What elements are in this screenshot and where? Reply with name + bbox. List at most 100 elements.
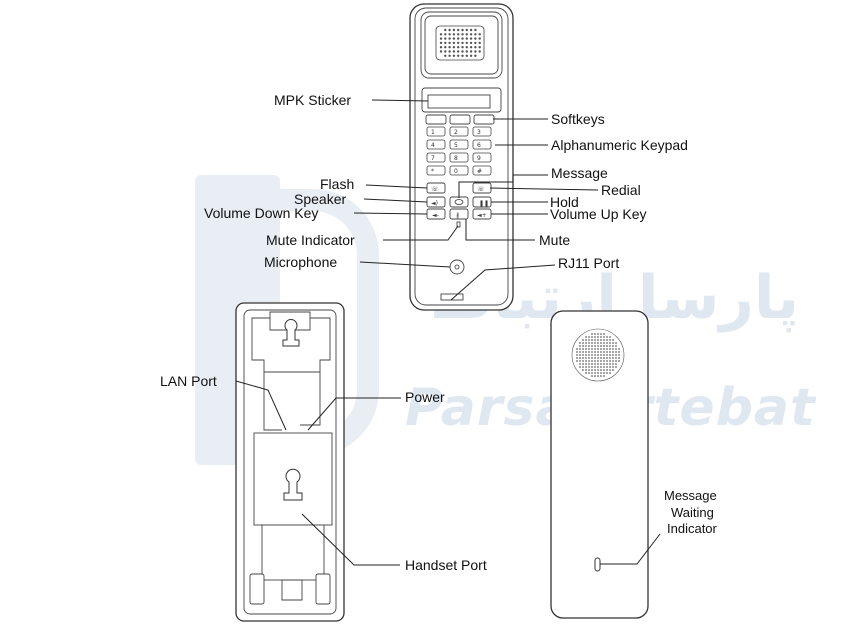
grille-hole <box>448 50 451 53</box>
speaker-hole <box>585 372 587 374</box>
speaker-hole <box>588 336 590 338</box>
mute-key[interactable] <box>449 208 469 220</box>
speaker-hole <box>585 336 587 338</box>
grille-hole <box>448 46 451 49</box>
keypad-key[interactable]: 2 <box>449 126 469 137</box>
grille-hole <box>474 50 477 53</box>
grille-hole <box>444 41 447 45</box>
speaker-hole <box>603 375 605 377</box>
speaker-hole <box>591 336 593 338</box>
speaker-hole <box>603 342 605 344</box>
grille-hole <box>461 41 464 45</box>
speaker-hole <box>591 366 593 368</box>
speaker-hole <box>597 348 599 350</box>
keypad-key-label: 2 <box>454 129 458 136</box>
speaker-hole <box>603 333 605 335</box>
speaker-hole <box>615 342 617 344</box>
speaker-hole <box>603 357 605 359</box>
keypad-key[interactable]: 7 <box>426 152 446 163</box>
speaker-hole <box>606 357 608 359</box>
keypad-key[interactable]: 1 <box>426 126 446 137</box>
speaker-hole <box>588 363 590 365</box>
grille-hole <box>474 54 477 57</box>
grille-hole <box>457 41 460 45</box>
grille-hole <box>474 28 477 32</box>
softkey-3[interactable] <box>473 114 495 125</box>
label-speaker: Speaker <box>294 191 346 207</box>
speaker-hole <box>606 354 608 356</box>
speaker-hole <box>600 333 602 335</box>
grille-hole <box>469 28 473 32</box>
volume-down-icon: ◄- <box>432 212 439 219</box>
grille-hole <box>444 50 447 53</box>
speaker-hole <box>612 360 614 362</box>
speaker-hole <box>597 363 599 365</box>
label-message-waiting-1: Message <box>664 488 717 503</box>
keypad-key[interactable]: 6 <box>472 139 492 150</box>
keypad-key-label: * <box>431 168 434 175</box>
speaker-hole <box>582 360 584 362</box>
grille-hole <box>465 33 468 36</box>
speaker-hole <box>594 336 596 338</box>
speaker-hole <box>600 372 602 374</box>
speaker-hole <box>609 360 611 362</box>
mute-indicator-led <box>456 221 461 228</box>
keypad-key[interactable]: 5 <box>449 139 469 150</box>
speaker-hole <box>603 372 605 374</box>
speaker-hole <box>609 345 611 347</box>
speaker-hole <box>597 351 599 353</box>
speaker-hole <box>594 351 596 353</box>
keypad-key[interactable]: 4 <box>426 139 446 150</box>
back-bottom-foot-right <box>315 573 331 605</box>
leader-lines <box>235 99 661 566</box>
microphone-hole <box>454 264 460 270</box>
grille-hole <box>474 37 477 40</box>
label-alphanumeric-keypad: Alphanumeric Keypad <box>551 137 688 153</box>
speaker-hole <box>579 360 581 362</box>
grille-hole <box>469 54 473 57</box>
speaker-hole <box>597 345 599 347</box>
rj11-port <box>440 293 464 301</box>
speaker-hole <box>591 363 593 365</box>
speaker-hole <box>597 339 599 341</box>
speaker-hole <box>603 360 605 362</box>
softkey-2[interactable] <box>449 114 471 125</box>
grille-hole <box>444 33 447 36</box>
speaker-hole <box>576 351 578 353</box>
speaker-hole <box>588 354 590 356</box>
keypad-key[interactable]: * <box>426 165 446 176</box>
speaker-hole <box>597 357 599 359</box>
speaker-hole <box>597 342 599 344</box>
speaker-hole <box>615 363 617 365</box>
speaker-hole <box>591 372 593 374</box>
speaker-hole <box>600 369 602 371</box>
keypad-key[interactable]: 9 <box>472 152 492 163</box>
speaker-hole <box>618 354 620 356</box>
speaker-hole <box>594 375 596 377</box>
grille-hole <box>478 37 481 40</box>
label-mute: Mute <box>539 232 570 248</box>
speaker-hole <box>591 333 593 335</box>
speaker-hole <box>579 345 581 347</box>
message-key[interactable] <box>449 196 469 208</box>
grille-hole <box>465 28 468 32</box>
speaker-hole <box>585 363 587 365</box>
keypad-key-label: # <box>477 168 482 175</box>
speaker-hole <box>588 357 590 359</box>
handset-speaker-grille <box>571 328 625 382</box>
speaker-hole <box>585 345 587 347</box>
speaker-hole <box>585 351 587 353</box>
label-softkeys: Softkeys <box>551 111 605 127</box>
grille-hole <box>474 33 477 36</box>
grille-hole <box>448 41 451 45</box>
keypad-key[interactable]: 3 <box>472 126 492 137</box>
speaker-hole <box>579 348 581 350</box>
speaker-hole <box>609 369 611 371</box>
softkey-1[interactable] <box>425 114 447 125</box>
keypad-key[interactable]: # <box>472 165 492 176</box>
speaker-hole <box>588 345 590 347</box>
keypad-key[interactable]: 8 <box>449 152 469 163</box>
keypad-key[interactable]: 0 <box>449 165 469 176</box>
speaker-hole <box>591 345 593 347</box>
